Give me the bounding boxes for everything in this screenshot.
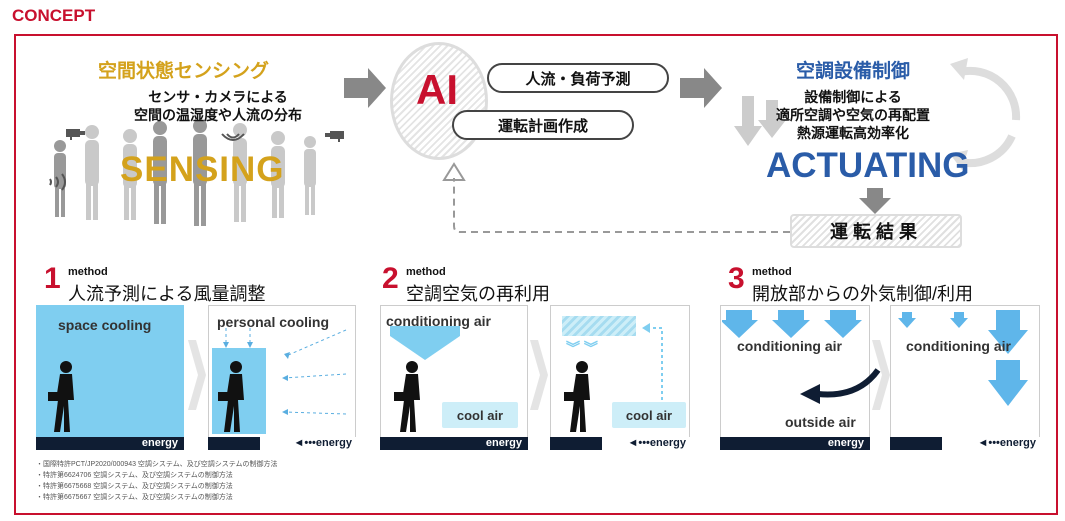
planning-pill: 運転計画作成 <box>452 110 634 140</box>
actuating-desc-line: 設備制御による <box>804 89 902 105</box>
method-title: 開放部からの外気制御/利用 <box>752 284 973 304</box>
person-silhouette <box>153 121 167 224</box>
cycle-arrows-icon <box>950 58 1021 170</box>
footnote-line: ・特許第6624706 空調システム、及び空調システムの制御方法 <box>36 472 233 479</box>
walking-person-icon <box>564 361 590 432</box>
energy-label: energy <box>649 437 686 449</box>
return-air-arrow <box>642 323 663 400</box>
method-word: method <box>752 266 792 278</box>
actuating-desc-line: 適所空調や空気の再配置 <box>776 107 930 123</box>
downflow-chevrons-icon: ︾ ︾ <box>566 340 598 356</box>
person-silhouette <box>271 131 285 218</box>
sensing-label: SENSING <box>120 150 285 189</box>
ceiling-unit <box>562 316 636 336</box>
method-3-heading: 3 <box>728 262 745 296</box>
person-silhouette <box>193 120 207 226</box>
sensing-desc-line: センサ・カメラによる <box>148 89 288 105</box>
panel-label: personal cooling <box>217 314 330 330</box>
prediction-pill: 人流・負荷予測 <box>487 63 669 93</box>
walking-person-icon <box>48 361 74 432</box>
method-1-heading: 1 <box>44 262 61 296</box>
down-arrow-icon <box>859 188 891 214</box>
cool-air-zone: cool air <box>442 402 518 428</box>
concept-heading: CONCEPT <box>12 6 96 25</box>
flow-arrow-icon <box>344 68 386 108</box>
person-silhouette <box>123 129 137 220</box>
airflow-lines-icon <box>223 328 347 415</box>
method-number: 1 <box>44 262 61 295</box>
walking-person-icon <box>218 361 244 432</box>
footnote-line: ・特許第6675667 空調システム、及び空調システムの制御方法 <box>36 494 233 501</box>
method-title: 人流予測による風量調整 <box>68 284 266 304</box>
actuating-label: ACTUATING <box>766 146 970 185</box>
actuating-title: 空調設備制御 <box>796 61 911 82</box>
concept-frame <box>14 34 1058 515</box>
energy-label: energy <box>999 437 1036 449</box>
method-word: method <box>68 266 108 278</box>
sensor-wave-icon <box>221 133 245 141</box>
person-silhouette <box>85 125 99 220</box>
panel-label: conditioning air <box>906 338 1011 354</box>
chevron-right-icon <box>872 340 890 410</box>
method-word: method <box>406 266 446 278</box>
flow-arrow-icon <box>680 68 722 108</box>
sensing-title: 空間状態センシング <box>98 61 270 82</box>
method-2-heading: 2 <box>382 262 399 296</box>
chevron-right-icon <box>188 340 206 410</box>
down-arrows-icon <box>722 310 862 338</box>
method-title: 空調空気の再利用 <box>406 284 550 304</box>
person-silhouette <box>233 123 247 222</box>
curved-arrow-icon <box>800 368 881 404</box>
down-arrows-icon <box>734 96 786 146</box>
energy-bar: energy <box>380 437 528 450</box>
crowd-silhouettes <box>54 120 316 226</box>
sensing-desc-line: 空間の温湿度や人流の分布 <box>134 107 302 123</box>
patent-footnotes: ・国際特許PCT/JP2020/000943 空調システム、及び空調システムの制… <box>36 459 278 503</box>
cool-air-zone: cool air <box>612 402 686 428</box>
ai-circle <box>390 42 488 160</box>
feedback-loop-arrow <box>442 162 790 233</box>
outside-air-label: outside air <box>785 414 856 430</box>
energy-bar-reduced: ◄•••energy <box>550 437 690 450</box>
camera-icon <box>325 131 344 142</box>
actuating-description: 設備制御による 適所空調や空気の再配置 熱源運転高効率化 <box>740 88 966 142</box>
energy-bar: energy <box>36 437 184 450</box>
energy-bar: energy <box>720 437 870 450</box>
energy-bar-reduced: ◄•••energy <box>208 437 356 450</box>
panel-label: space cooling <box>58 317 152 333</box>
footnote-line: ・特許第6675668 空調システム、及び空調システムの制御方法 <box>36 483 233 490</box>
energy-bar-reduced: ◄•••energy <box>890 437 1040 450</box>
sensor-wave-icon <box>49 173 66 191</box>
camera-icon <box>66 129 85 140</box>
walking-person-icon <box>394 361 420 432</box>
method-number: 3 <box>728 262 745 295</box>
ai-label: AI <box>416 66 458 113</box>
chevron-right-icon <box>530 340 548 410</box>
result-box: 運転結果 <box>790 214 962 248</box>
energy-label: energy <box>315 437 352 449</box>
panel-label: conditioning air <box>737 338 842 354</box>
down-arrows-icon <box>898 310 1028 406</box>
sensing-description: センサ・カメラによる 空間の温湿度や人流の分布 <box>98 88 338 124</box>
actuating-desc-line: 熱源運転高効率化 <box>797 125 909 141</box>
footnote-line: ・国際特許PCT/JP2020/000943 空調システム、及び空調システムの制… <box>36 461 278 468</box>
method-number: 2 <box>382 262 399 295</box>
down-arrow-icon <box>390 326 460 360</box>
person-silhouette <box>304 136 316 215</box>
panel-label: conditioning air <box>386 313 491 329</box>
